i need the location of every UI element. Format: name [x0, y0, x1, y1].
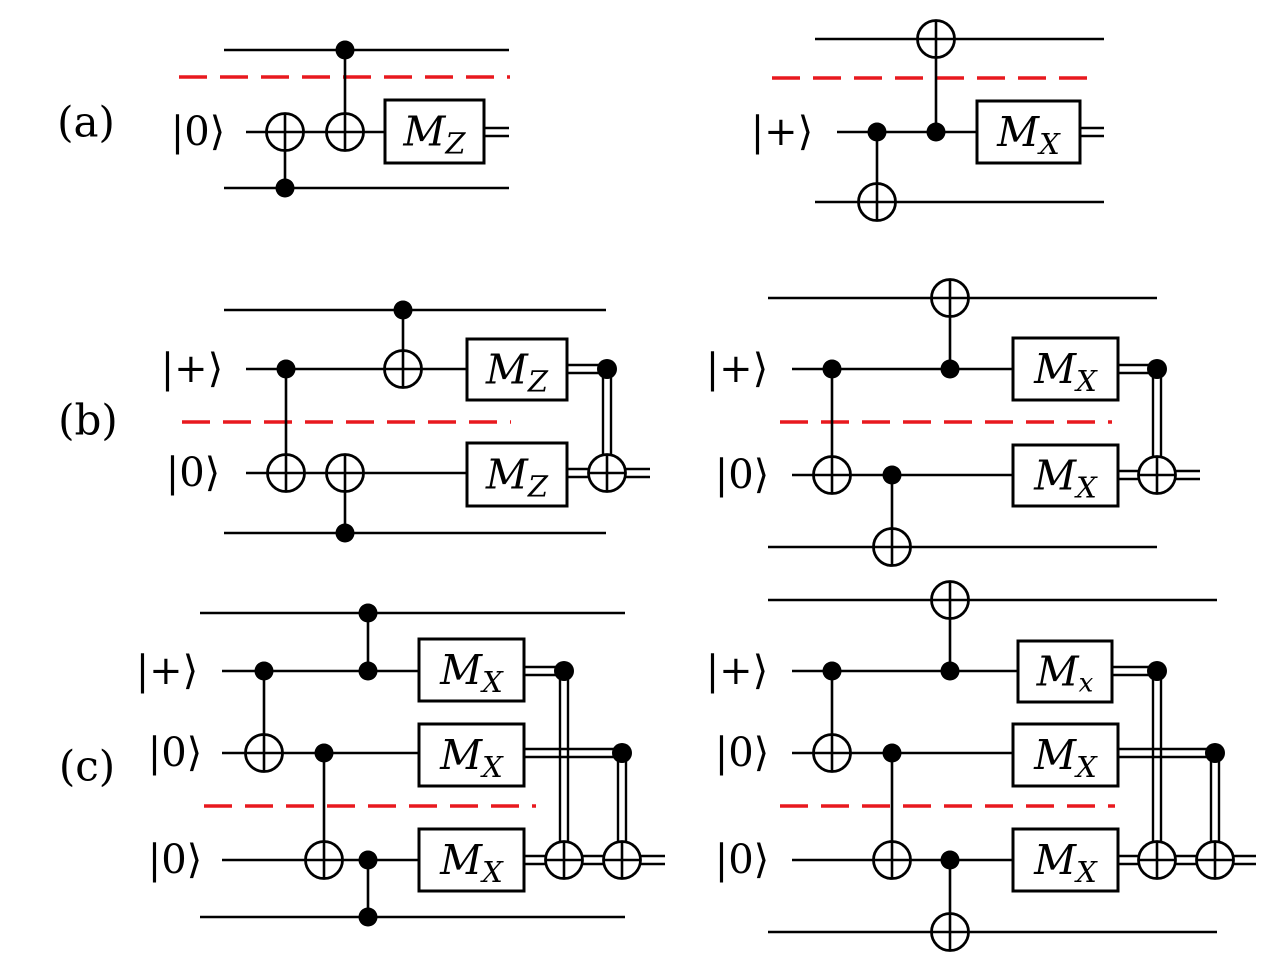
measurement-basis-subscript: Z [527, 365, 549, 399]
control-dot [393, 300, 413, 320]
measurement-label: MX [1033, 731, 1098, 784]
control-dot [358, 661, 378, 681]
measurement-box [383, 98, 486, 165]
control-dot [275, 178, 295, 198]
measurement-label: MX [1033, 345, 1098, 398]
measurement-basis-subscript: X [1037, 127, 1061, 161]
measurement-basis-subscript: X [480, 855, 504, 889]
measurement-box [1011, 827, 1120, 893]
classical-junction-dot [1147, 661, 1167, 681]
measurement-basis-m: M [1033, 452, 1077, 500]
measurement-box [417, 637, 526, 703]
ket-label: |0⟩ [715, 837, 770, 883]
measurement-basis-subscript: X [1074, 750, 1098, 784]
measurement-label: MZ [402, 108, 466, 161]
panel-label: (c) [59, 742, 115, 791]
measurement-basis-m: M [439, 836, 483, 884]
measurement-label: MX [439, 836, 504, 889]
circuit-a-left: MZ |0⟩ [171, 40, 510, 198]
measurement-label: MX [1033, 836, 1098, 889]
control-dot [926, 122, 946, 142]
measurement-box [1011, 722, 1120, 788]
measurement-box [417, 827, 526, 893]
measurement-basis-m: M [1033, 345, 1077, 393]
ket-label: |0⟩ [148, 730, 203, 776]
ket-label: |+⟩ [161, 346, 224, 392]
ket-label: |0⟩ [171, 109, 226, 155]
ket-label: |+⟩ [706, 346, 769, 392]
control-dot [314, 743, 334, 763]
control-dot [358, 907, 378, 927]
measurement-box [1011, 336, 1120, 402]
measurement-box [975, 99, 1082, 165]
control-dot [358, 850, 378, 870]
measurement-basis-subscript: X [1074, 471, 1098, 505]
ket-label: |0⟩ [166, 450, 221, 496]
ket-label: |+⟩ [136, 648, 199, 694]
measurement-basis-m: M [439, 731, 483, 779]
ket-label: |+⟩ [751, 109, 814, 155]
classical-junction-dot [612, 743, 632, 763]
measurement-box [465, 337, 569, 402]
measurement-box [1016, 639, 1114, 704]
control-dot [822, 359, 842, 379]
measurement-label: MX [439, 731, 504, 784]
measurement-basis-subscript: X [480, 750, 504, 784]
classical-junction-dot [597, 359, 617, 379]
panel-label: (a) [57, 98, 115, 147]
measurement-basis-subscript: x [1079, 669, 1094, 699]
measurement-basis-m: M [1033, 836, 1077, 884]
circuit-a-right: MX |+⟩ [751, 19, 1104, 222]
measurement-label: Mx [1036, 648, 1094, 699]
measurement-label: MX [1033, 452, 1098, 505]
ket-label: |+⟩ [706, 648, 769, 694]
measurement-basis-m: M [439, 646, 483, 694]
control-dot [276, 359, 296, 379]
measurement-basis-subscript: Z [444, 127, 466, 161]
measurement-label: MZ [485, 346, 549, 399]
panel-label: (b) [58, 396, 118, 445]
measurement-basis-m: M [1033, 731, 1077, 779]
control-dot [882, 465, 902, 485]
control-dot [254, 661, 274, 681]
measurement-basis-m: M [402, 108, 446, 156]
measurement-basis-subscript: Z [527, 470, 549, 504]
measurement-label: MX [439, 646, 504, 699]
ket-label: |0⟩ [148, 837, 203, 883]
control-dot [335, 40, 355, 60]
control-dot [940, 850, 960, 870]
control-dot [940, 661, 960, 681]
measurement-basis-subscript: X [1074, 364, 1098, 398]
ket-label: |0⟩ [715, 730, 770, 776]
control-dot [940, 359, 960, 379]
classical-junction-dot [1147, 359, 1167, 379]
measurement-label: MX [996, 108, 1061, 161]
measurement-basis-m: M [996, 108, 1040, 156]
control-dot [822, 661, 842, 681]
control-dot [867, 122, 887, 142]
ket-label: |0⟩ [715, 452, 770, 498]
measurement-basis-m: M [485, 346, 529, 394]
classical-junction-dot [1205, 743, 1225, 763]
measurement-box [417, 722, 526, 788]
measurement-basis-m: M [485, 451, 529, 499]
measurement-basis-subscript: X [1074, 855, 1098, 889]
control-dot [358, 603, 378, 623]
control-dot [335, 523, 355, 543]
measurement-box [465, 441, 569, 508]
measurement-box [1011, 443, 1120, 508]
measurement-label: MZ [485, 451, 549, 504]
measurement-basis-subscript: X [480, 665, 504, 699]
control-dot [882, 743, 902, 763]
classical-junction-dot [554, 661, 574, 681]
measurement-basis-m: M [1036, 648, 1080, 696]
